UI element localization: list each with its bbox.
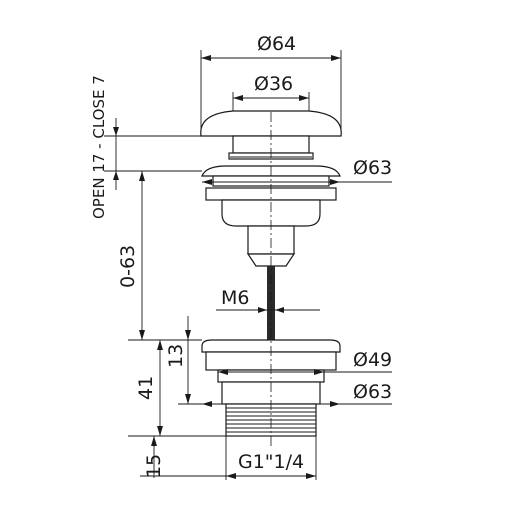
dim-adjustment-range: 0-63: [117, 170, 202, 340]
body-height-label: 41: [135, 376, 157, 400]
dim-rod-thread: M6: [216, 287, 320, 313]
thread-length-label: 15: [143, 454, 165, 478]
dim-thread-size: G1"1/4: [225, 436, 317, 480]
stroke-label: OPEN 17 - CLOSE 7: [90, 75, 108, 219]
dim-body-height: 41: [128, 339, 226, 437]
flange-height-label: 13: [165, 344, 187, 368]
adjustment-range-label: 0-63: [117, 245, 139, 288]
upper-body: [221, 199, 321, 227]
button-diameter-label: Ø36: [254, 73, 293, 95]
dim-flange-bottom-diameter: Ø63: [202, 381, 392, 407]
thread-size-label: G1"1/4: [238, 451, 304, 473]
dim-flange-top-diameter: Ø63: [202, 157, 392, 185]
flange-top-diameter-label: Ø63: [353, 157, 392, 179]
dim-cap-diameter: Ø64: [200, 33, 342, 132]
dim-button-diameter: Ø36: [232, 73, 310, 111]
threaded-rod: [267, 266, 275, 342]
body-diameter-label: Ø49: [353, 349, 392, 371]
rod-thread-label: M6: [221, 287, 249, 309]
dim-body-diameter: Ø49: [218, 349, 392, 375]
dim-thread-length: 15: [140, 436, 226, 478]
flange-bottom-diameter-label: Ø63: [353, 381, 392, 403]
cap-diameter-label: Ø64: [257, 33, 296, 55]
dim-stroke: OPEN 17 - CLOSE 7: [90, 75, 201, 219]
